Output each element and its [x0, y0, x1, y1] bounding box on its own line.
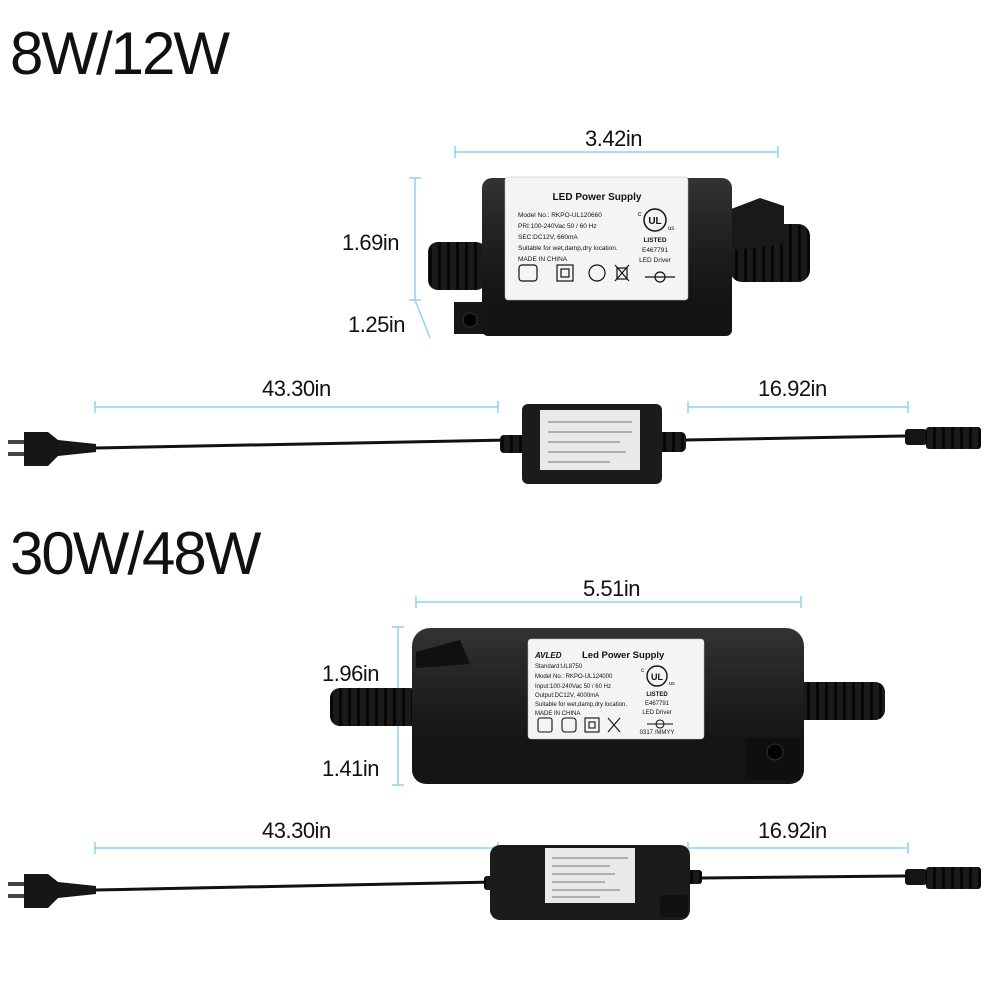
- large-section-heading: 30W/48W: [10, 520, 261, 587]
- small-safety-icon-1: [518, 264, 538, 282]
- large-label-driver: LED Driver: [642, 710, 671, 716]
- small-cable-assembly: [8, 404, 981, 484]
- small-ul-us: us: [668, 226, 674, 232]
- small-label-suitable: Suitable for wet,damp,dry location.: [518, 245, 618, 252]
- small-ac-plug: [24, 432, 96, 466]
- large-label-file: E467791: [645, 701, 670, 707]
- small-power-supply: LED Power Supply Model No.: RKPO-UL12066…: [428, 176, 810, 336]
- large-weee-bin-icon: [607, 717, 621, 733]
- large-label-model: Model No.: RKPO-UL124000: [535, 674, 613, 680]
- large-input-cable-label: 43.30in: [262, 818, 331, 843]
- large-label-title: Led Power Supply: [582, 650, 665, 661]
- large-label-listed: LISTED: [646, 692, 668, 698]
- small-label-pri: PRI:100-240Vac 50 / 60 Hz: [518, 223, 597, 230]
- small-output-cable-label: 16.92in: [758, 376, 827, 401]
- small-width-label: 3.42in: [585, 126, 642, 151]
- small-transformer-icon: [588, 264, 606, 282]
- small-double-insulation-icon: [556, 264, 574, 282]
- small-dc-connector: [905, 429, 927, 445]
- small-ul-listed-icon: [643, 208, 667, 232]
- large-cable-assembly: [8, 845, 981, 920]
- large-safety-icon-1: [537, 717, 553, 733]
- small-plug-prong: [8, 440, 26, 444]
- small-label-title: LED Power Supply: [553, 192, 642, 203]
- large-double-insulation-icon: [584, 717, 600, 733]
- small-height-label: 1.69in: [342, 230, 399, 255]
- small-input-cable-label: 43.30in: [262, 376, 331, 401]
- large-ul-text: UL: [651, 672, 663, 682]
- large-label-output: Output:DC12V, 4000mA: [535, 693, 599, 699]
- small-label-listed: LISTED: [643, 237, 666, 244]
- large-label-date: 0317 /MMYY: [640, 730, 675, 736]
- large-ac-plug: [24, 874, 96, 908]
- large-ul-listed-icon: [646, 665, 668, 687]
- small-label-file: E467791: [642, 247, 668, 254]
- large-safety-icon-2: [561, 717, 577, 733]
- large-output-cable-label: 16.92in: [758, 818, 827, 843]
- small-label-driver: LED Driver: [639, 257, 672, 264]
- large-label-suitable: Suitable for wet,damp,dry location.: [535, 702, 627, 708]
- large-label-brand: AVLED: [534, 651, 562, 660]
- small-label-made: MADE IN CHINA: [518, 256, 568, 263]
- small-section-heading: 8W/12W: [10, 20, 230, 87]
- large-power-supply: AVLED Led Power Supply Standard:UL8750 M…: [330, 628, 885, 784]
- large-width-label: 5.51in: [583, 576, 640, 601]
- small-ul-text: UL: [648, 216, 661, 227]
- large-dc-connector: [905, 869, 927, 885]
- large-label-made: MADE IN CHINA: [535, 711, 580, 717]
- small-ul-c: c: [638, 211, 642, 218]
- large-label-input: Input:100-240Vac 50 / 60 Hz: [535, 684, 611, 690]
- small-label-model: Model No.: RKPO-UL120660: [518, 212, 602, 219]
- large-product-label: [527, 638, 705, 740]
- small-depth-label: 1.25in: [348, 312, 405, 337]
- large-label-standard: Standard:UL8750: [535, 664, 583, 670]
- large-height-label: 1.96in: [322, 661, 379, 686]
- large-plug-prong: [8, 882, 26, 886]
- small-label-sec: SEC:DC12V, 660mA: [518, 234, 578, 241]
- large-depth-label: 1.41in: [322, 756, 379, 781]
- dimension-lines: [94, 146, 909, 854]
- small-product-label: [504, 176, 689, 301]
- large-ul-c: c: [641, 667, 645, 674]
- large-ul-us: us: [669, 681, 675, 687]
